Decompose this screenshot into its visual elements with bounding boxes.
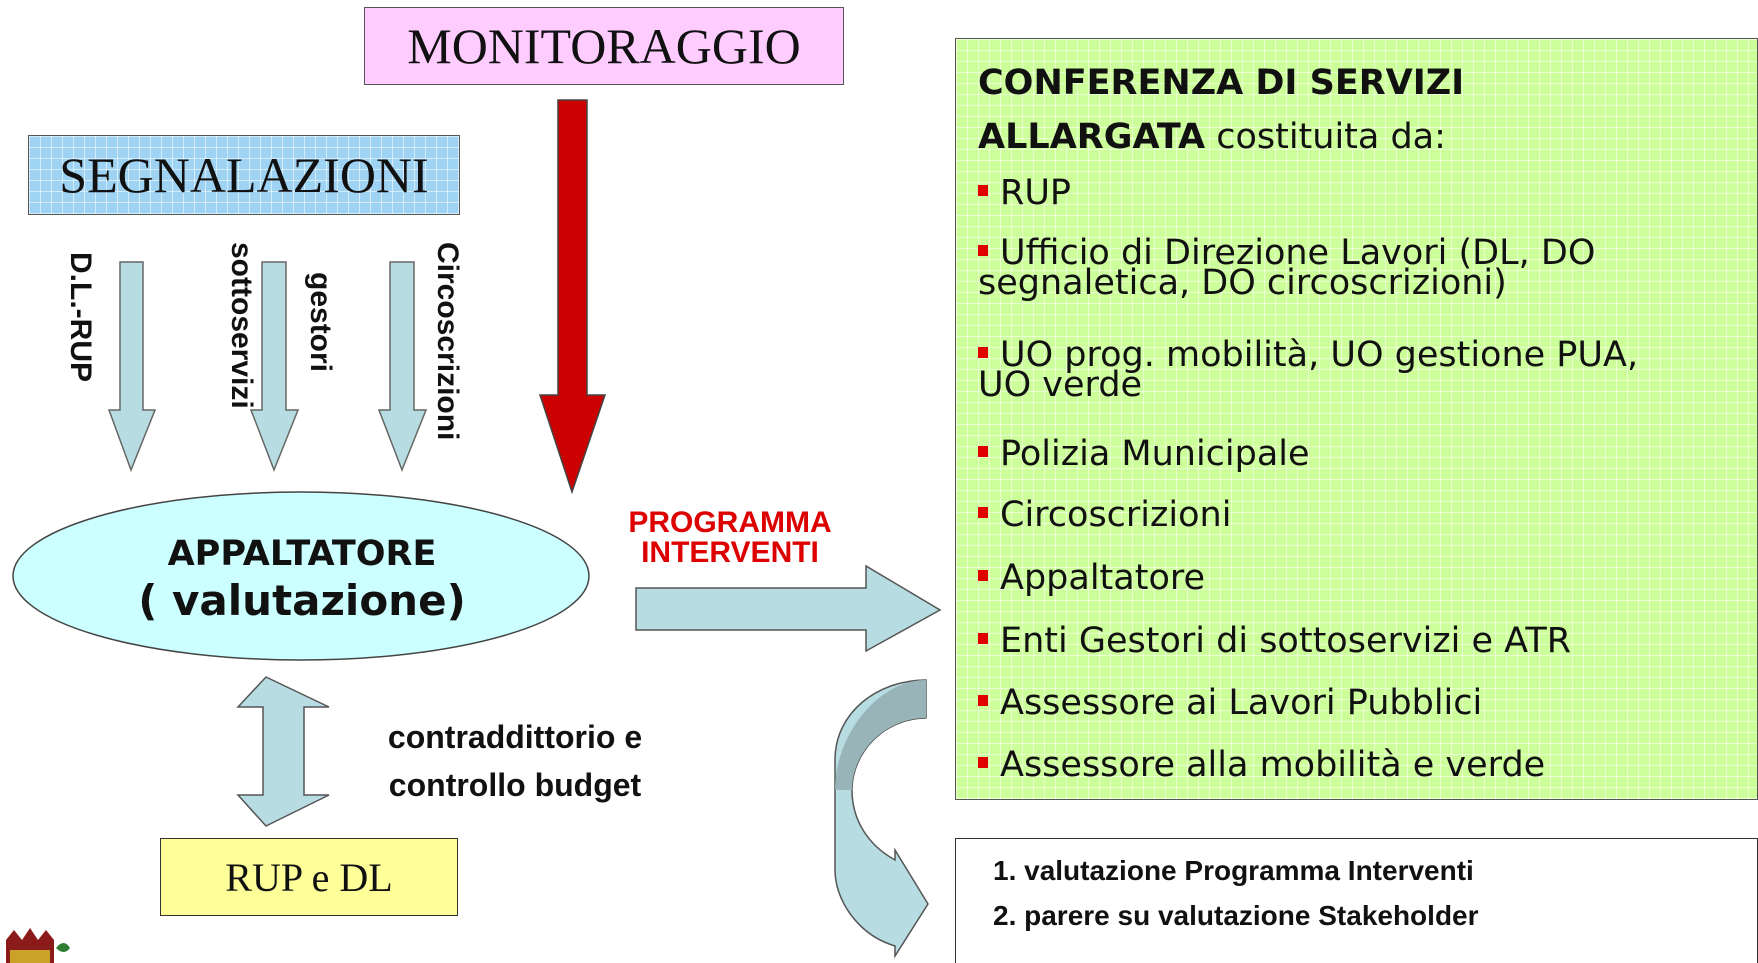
- source-dl-rup: D.L.-RUP: [64, 252, 97, 382]
- conferenza-item: Enti Gestori di sottoservizi e ATR: [978, 624, 1738, 659]
- source-circoscrizioni: Circoscrizioni: [431, 242, 464, 441]
- conferenza-title-1: CONFERENZA DI SERVIZI: [978, 63, 1465, 103]
- outcome-2: 2. parere su valutazione Stakeholder: [993, 900, 1479, 931]
- bullet-icon: [978, 756, 988, 768]
- conferenza-item: Assessore ai Lavori Pubblici: [978, 686, 1738, 721]
- monitoraggio-box: MONITORAGGIO: [364, 7, 844, 85]
- conferenza-item: Circoscrizioni: [978, 498, 1738, 533]
- monitoraggio-label: MONITORAGGIO: [407, 18, 801, 74]
- conferenza-item: Polizia Municipale: [978, 437, 1738, 472]
- outcomes-box: [955, 838, 1758, 963]
- municipal-crest-icon: [0, 928, 70, 963]
- monitoraggio-arrow: [538, 99, 607, 495]
- bullet-icon: [978, 569, 988, 581]
- arrow-dl-rup: [107, 261, 157, 473]
- conferenza-box: [955, 38, 1758, 800]
- conferenza-item: UO prog. mobilità, UO gestione PUA, UO v…: [978, 335, 1639, 405]
- appaltatore-text: APPALTATORE ( valutazione): [12, 532, 592, 626]
- arrow-gestori: [249, 261, 300, 473]
- conferenza-item: Assessore alla mobilità e verde: [978, 748, 1738, 783]
- bullet-icon: [978, 694, 988, 706]
- conferenza-item: Ufficio di Direzione Lavori (DL, DO segn…: [978, 233, 1596, 303]
- contraddittorio-arrow: [236, 676, 330, 827]
- conferenza-title-2: ALLARGATA: [978, 117, 1206, 157]
- conferenza-title: CONFERENZA DI SERVIZI ALLARGATA costitui…: [978, 56, 1678, 164]
- bullet-icon: [978, 632, 988, 644]
- programma-label: PROGRAMMA INTERVENTI: [600, 508, 860, 568]
- appaltatore-subtitle: ( valutazione): [138, 576, 466, 625]
- bullet-icon: [978, 445, 988, 457]
- outcome-1: 1. valutazione Programma Interventi: [993, 855, 1474, 886]
- source-gestori: gestori: [304, 272, 337, 373]
- rup-dl-label: RUP e DL: [225, 854, 393, 900]
- programma-line2: INTERVENTI: [641, 536, 819, 569]
- programma-arrow: [635, 564, 942, 653]
- bullet-icon: [978, 506, 988, 518]
- rup-dl-box: RUP e DL: [160, 838, 458, 916]
- contraddittorio-line1: contraddittorio e: [387, 719, 643, 755]
- conferenza-title-rest: costituita da:: [1205, 117, 1446, 157]
- programma-line1: PROGRAMMA: [628, 506, 832, 539]
- contraddittorio-label: contraddittorio e controllo budget: [330, 713, 700, 809]
- source-sottoservizi: sottoservizi: [225, 242, 258, 409]
- bullet-icon: [978, 184, 988, 196]
- bullet-icon: [978, 244, 988, 256]
- segnalazioni-box: SEGNALAZIONI: [28, 135, 460, 215]
- contraddittorio-line2: controllo budget: [388, 767, 642, 803]
- segnalazioni-label: SEGNALAZIONI: [59, 147, 429, 203]
- bullet-icon: [978, 346, 988, 358]
- conferenza-item: RUP: [978, 176, 1738, 211]
- appaltatore-title: APPALTATORE: [167, 534, 437, 574]
- appaltatore-ellipse: [12, 491, 590, 661]
- conferenza-item: Appaltatore: [978, 561, 1738, 596]
- arrow-circoscrizioni: [377, 261, 428, 473]
